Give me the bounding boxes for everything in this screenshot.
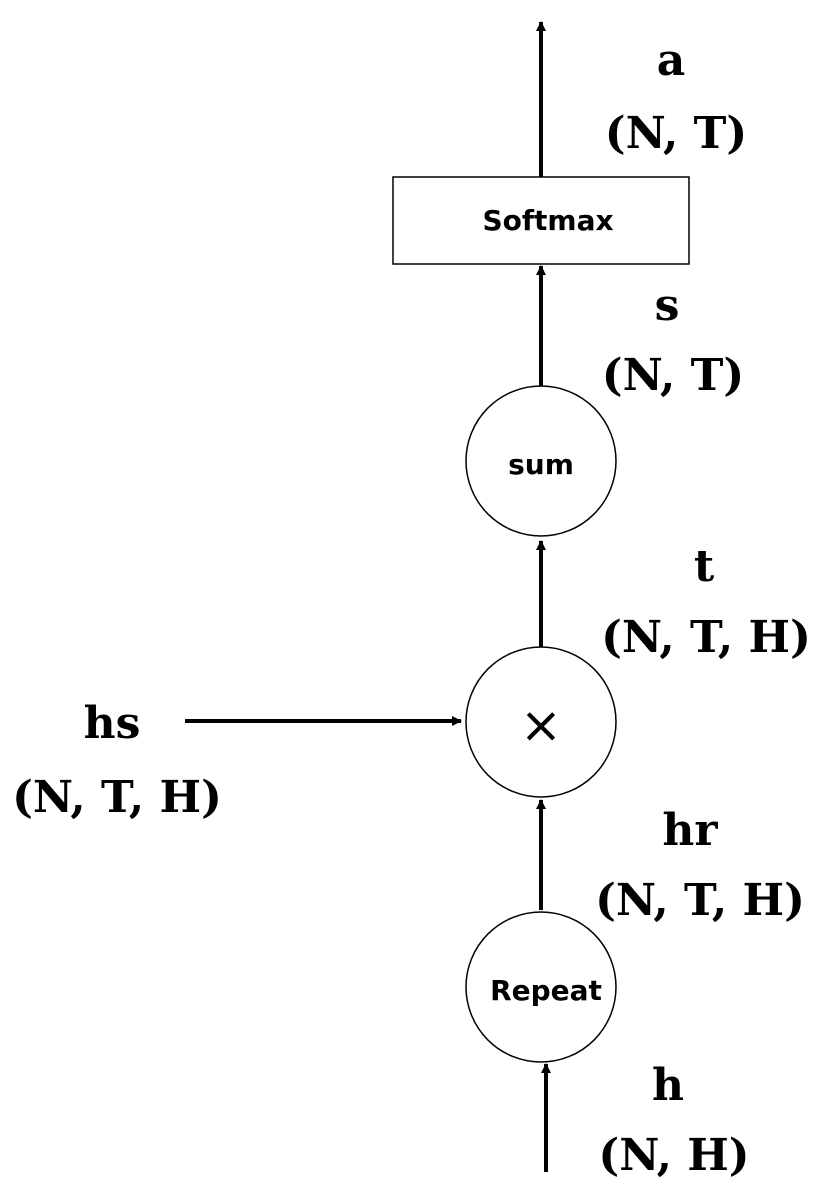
variable-a: a (N, T) — [605, 35, 747, 159]
repeat-label: Repeat — [490, 974, 602, 1007]
softmax-box — [392, 176, 690, 265]
sum-circle — [465, 385, 617, 537]
variable-h: h (N, H) — [598, 1060, 749, 1181]
sum-label: sum — [508, 448, 574, 481]
variable-t-name: t — [694, 541, 715, 592]
variable-t-shape: (N, T, H) — [601, 612, 811, 663]
variable-hs: hs (N, T, H) — [12, 698, 222, 823]
multiply-node: × — [465, 646, 617, 798]
variable-a-shape: (N, T) — [605, 108, 747, 159]
variable-t: t (N, T, H) — [601, 541, 811, 663]
variable-h-shape: (N, H) — [598, 1130, 749, 1181]
repeat-node: Repeat — [465, 911, 617, 1063]
variable-hs-name: hs — [84, 698, 141, 749]
repeat-circle — [465, 911, 617, 1063]
variable-hs-shape: (N, T, H) — [12, 772, 222, 823]
variable-s-name: s — [655, 280, 680, 331]
variable-s-shape: (N, T) — [602, 350, 744, 401]
variable-hr-shape: (N, T, H) — [595, 875, 805, 926]
variable-h-name: h — [652, 1060, 684, 1111]
softmax-node: Softmax — [392, 176, 690, 265]
multiply-circle — [465, 646, 617, 798]
softmax-label: Softmax — [482, 204, 613, 237]
sum-node: sum — [465, 385, 617, 537]
variable-s: s (N, T) — [602, 280, 744, 401]
variable-hr: hr (N, T, H) — [595, 805, 805, 926]
variable-a-name: a — [657, 35, 686, 86]
variable-hr-name: hr — [662, 805, 718, 856]
multiply-symbol: × — [520, 696, 562, 754]
